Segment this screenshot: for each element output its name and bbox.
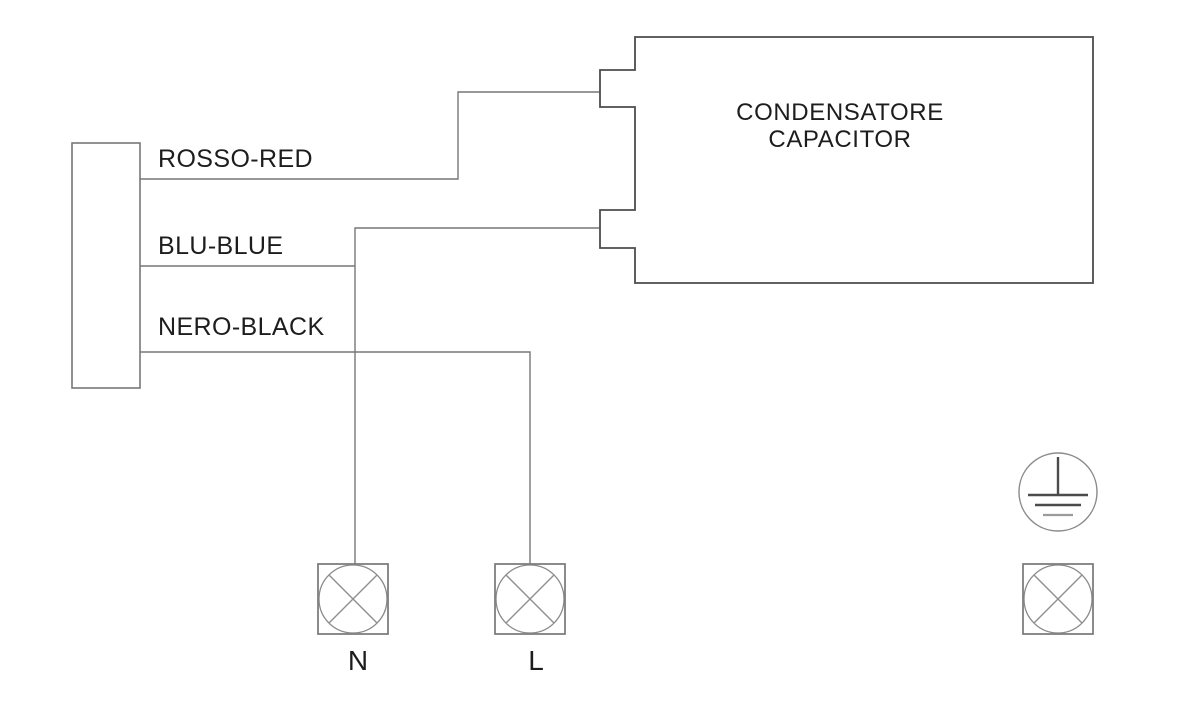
wire-blue-branch <box>354 227 600 564</box>
capacitor-caption-line1: CONDENSATORE <box>736 99 944 126</box>
lamp-symbol-neutral <box>317 563 389 635</box>
lamp-x-line <box>328 574 378 624</box>
lamp-x-line <box>1033 574 1083 624</box>
lamp-square <box>494 563 566 635</box>
lamp-circle <box>495 564 565 634</box>
lamp-square <box>317 563 389 635</box>
capacitor-body <box>599 36 1094 284</box>
label-wire-blue: BLU-BLUE <box>158 232 284 260</box>
capacitor-caption: CONDENSATORE CAPACITOR <box>610 99 1070 153</box>
lamp-circle <box>318 564 388 634</box>
label-terminal-neutral: N <box>347 645 369 676</box>
wire-red <box>140 91 600 180</box>
connector-block <box>71 142 141 389</box>
label-wire-black: NERO-BLACK <box>158 313 325 341</box>
lamp-circle <box>1023 564 1093 634</box>
ground-circle <box>1018 452 1098 532</box>
ground-symbol <box>1018 452 1098 532</box>
label-terminal-line: L <box>528 645 544 676</box>
lamp-symbol-legend <box>1022 563 1094 635</box>
lamp-symbol-line <box>494 563 566 635</box>
label-wire-red: ROSSO-RED <box>158 145 314 173</box>
lamp-square <box>1022 563 1094 635</box>
lamp-x-line <box>505 574 555 624</box>
capacitor-caption-line2: CAPACITOR <box>768 126 912 153</box>
wire-black <box>140 351 531 564</box>
